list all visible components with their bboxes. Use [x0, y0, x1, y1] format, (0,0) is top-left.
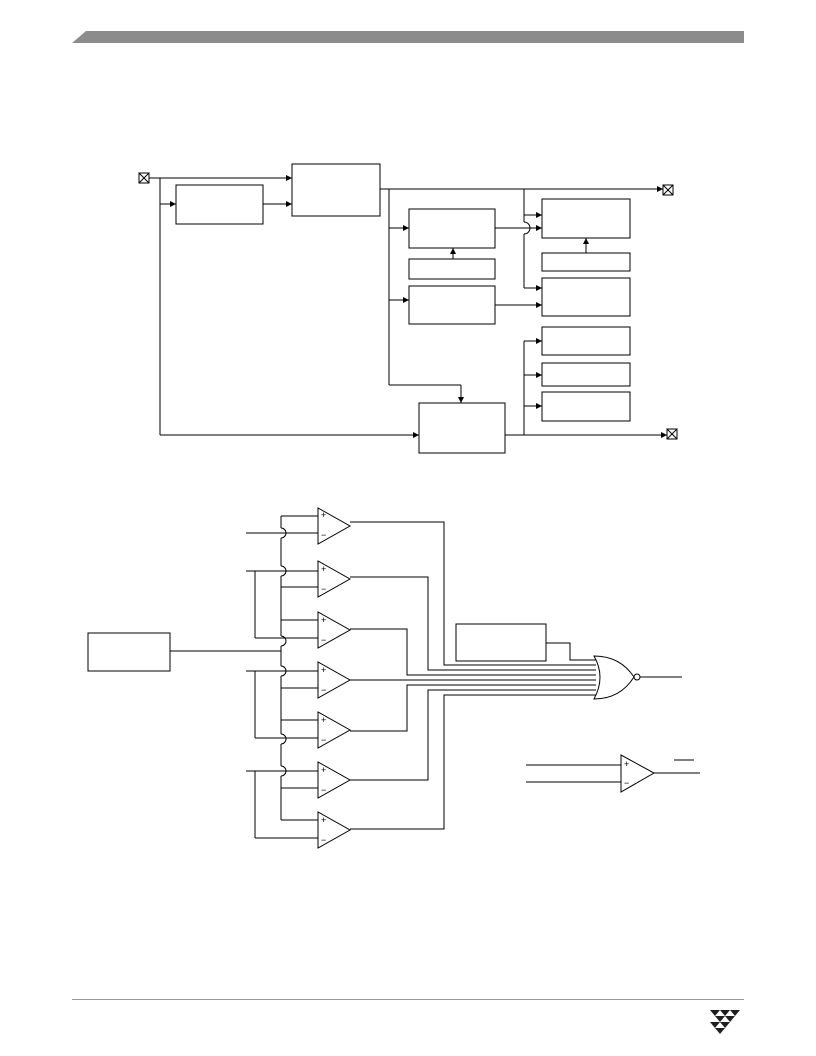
reference-block [87, 632, 171, 672]
svg-text:−: − [321, 584, 326, 594]
block-a [175, 184, 264, 225]
nor-gate [593, 655, 635, 700]
comparator-5 [317, 711, 352, 749]
block-k [541, 391, 631, 422]
freescale-logo-icon [710, 1010, 740, 1034]
block-h [541, 277, 631, 317]
comparator-2 [317, 560, 352, 598]
comparator-1 [317, 507, 352, 545]
svg-text:+: + [321, 665, 326, 675]
input-pin-icon [138, 172, 150, 184]
output-pin-icon [666, 428, 678, 440]
svg-text:+: + [321, 765, 326, 775]
block-d [408, 258, 496, 280]
svg-text:−: − [321, 635, 326, 645]
comparator-7 [317, 811, 352, 849]
inversion-bubble [633, 673, 641, 681]
footer-rule [72, 999, 744, 1000]
svg-text:−: − [321, 735, 326, 745]
svg-text:−: − [321, 685, 326, 695]
block-c [408, 208, 496, 249]
svg-text:−: − [321, 530, 326, 540]
svg-text:+: + [321, 615, 326, 625]
svg-text:+: + [321, 510, 326, 520]
control-block [455, 623, 547, 662]
block-j [541, 362, 631, 387]
comparator-3 [317, 611, 352, 649]
block-diagram [138, 163, 678, 454]
comparator-ref [620, 754, 656, 793]
block-b [291, 163, 381, 217]
svg-text:+: + [321, 715, 326, 725]
comparator-symbols: + − + − + − + − + − + − + − + − [321, 510, 629, 845]
comparator-4 [317, 661, 352, 699]
block-e [408, 285, 496, 325]
block-i [541, 326, 631, 356]
svg-text:+: + [624, 759, 629, 769]
comparator-6 [317, 761, 352, 799]
block-f [541, 198, 631, 239]
svg-text:−: − [321, 785, 326, 795]
svg-text:−: − [624, 778, 629, 788]
block-g [541, 252, 631, 272]
svg-text:+: + [321, 815, 326, 825]
svg-text:+: + [321, 564, 326, 574]
svg-text:−: − [321, 835, 326, 845]
output-pin-icon [662, 184, 674, 196]
comparator-diagram: + − + − + − + − + − + − + − + − [87, 507, 700, 849]
block-l [418, 402, 506, 454]
header-bar [72, 31, 744, 43]
